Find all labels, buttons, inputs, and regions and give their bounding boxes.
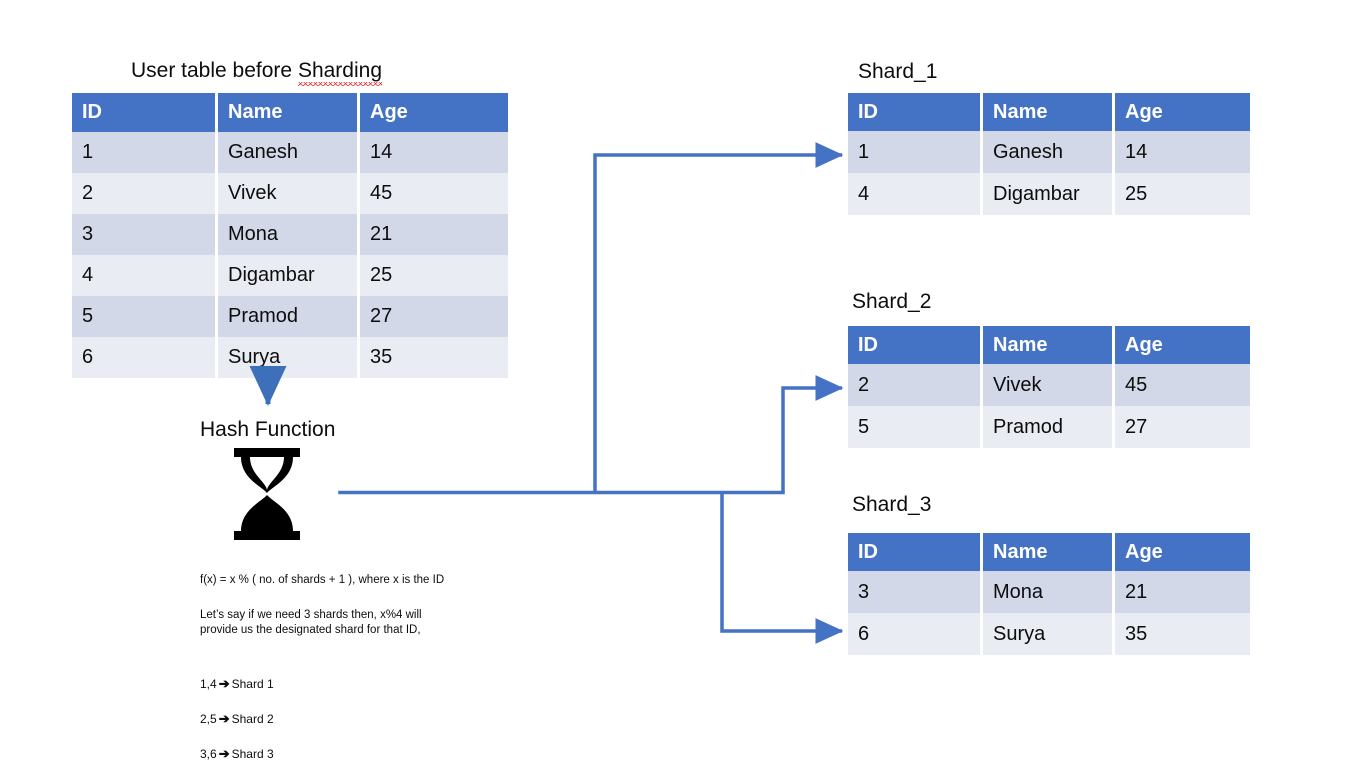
cell-id: 4 bbox=[72, 255, 218, 296]
table-row: 2 Vivek 45 bbox=[72, 173, 508, 214]
cell-id: 2 bbox=[848, 364, 983, 406]
main-table-title: User table before Sharding bbox=[131, 59, 383, 86]
table-row: 1 Ganesh 14 bbox=[72, 132, 508, 173]
cell-age: 27 bbox=[360, 296, 508, 337]
table-row: 2 Vivek 45 bbox=[848, 364, 1250, 406]
list-item: 2,5➔Shard 2 bbox=[200, 710, 274, 728]
cell-age: 35 bbox=[360, 337, 508, 378]
table-row: 4 Digambar 25 bbox=[848, 173, 1250, 215]
table-header-row: ID Name Age bbox=[72, 93, 508, 132]
cell-name: Digambar bbox=[218, 255, 360, 296]
cell-age: 45 bbox=[360, 173, 508, 214]
cell-age: 21 bbox=[360, 214, 508, 255]
connector-to-shard-2 bbox=[781, 375, 844, 493]
column-header-name: Name bbox=[983, 533, 1115, 571]
cell-age: 25 bbox=[360, 255, 508, 296]
table-row: 4 Digambar 25 bbox=[72, 255, 508, 296]
cell-age: 21 bbox=[1115, 571, 1250, 613]
mapping-target: Shard 1 bbox=[231, 677, 274, 691]
cell-age: 14 bbox=[1115, 131, 1250, 173]
shard-3-table: ID Name Age 3 Mona 21 6 Surya 35 bbox=[848, 533, 1250, 655]
shard-2-title: Shard_2 bbox=[852, 290, 932, 313]
main-table-title-misspelled-word: Sharding bbox=[297, 59, 383, 86]
shard-1-title: Shard_1 bbox=[858, 60, 938, 83]
cell-age: 45 bbox=[1115, 364, 1250, 406]
table-row: 1 Ganesh 14 bbox=[848, 131, 1250, 173]
arrow-right-icon: ➔ bbox=[218, 676, 230, 691]
hourglass-icon bbox=[234, 448, 300, 540]
mapping-ids: 3,6 bbox=[200, 747, 217, 761]
main-table-title-prefix: User table before bbox=[131, 59, 298, 82]
column-header-id: ID bbox=[848, 533, 983, 571]
cell-name: Pramod bbox=[983, 406, 1115, 448]
cell-name: Digambar bbox=[983, 173, 1115, 215]
cell-id: 5 bbox=[72, 296, 218, 337]
cell-id: 3 bbox=[72, 214, 218, 255]
cell-age: 25 bbox=[1115, 173, 1250, 215]
cell-id: 5 bbox=[848, 406, 983, 448]
column-header-id: ID bbox=[848, 93, 983, 131]
mapping-target: Shard 2 bbox=[231, 712, 274, 726]
cell-id: 6 bbox=[72, 337, 218, 378]
column-header-name: Name bbox=[983, 93, 1115, 131]
main-user-table: ID Name Age 1 Ganesh 14 2 Vivek 45 3 Mon… bbox=[72, 93, 508, 378]
table-header-row: ID Name Age bbox=[848, 93, 1250, 131]
connector-to-shard-1 bbox=[593, 142, 844, 493]
connector-to-shard-3 bbox=[720, 492, 844, 644]
cell-id: 6 bbox=[848, 613, 983, 655]
column-header-age: Age bbox=[1115, 93, 1250, 131]
hash-function-label: Hash Function bbox=[200, 418, 336, 441]
cell-age: 35 bbox=[1115, 613, 1250, 655]
table-row: 5 Pramod 27 bbox=[848, 406, 1250, 448]
column-header-id: ID bbox=[848, 326, 983, 364]
column-header-age: Age bbox=[360, 93, 508, 132]
mapping-ids: 2,5 bbox=[200, 712, 217, 726]
cell-id: 2 bbox=[72, 173, 218, 214]
cell-name: Mona bbox=[218, 214, 360, 255]
cell-id: 4 bbox=[848, 173, 983, 215]
cell-id: 1 bbox=[848, 131, 983, 173]
cell-name: Surya bbox=[218, 337, 360, 378]
column-header-name: Name bbox=[983, 326, 1115, 364]
list-item: 3,6➔Shard 3 bbox=[200, 745, 274, 763]
arrow-right-icon: ➔ bbox=[218, 746, 230, 761]
table-row: 6 Surya 35 bbox=[848, 613, 1250, 655]
cell-age: 14 bbox=[360, 132, 508, 173]
list-item: 1,4➔Shard 1 bbox=[200, 675, 274, 693]
table-row: 5 Pramod 27 bbox=[72, 296, 508, 337]
mapping-ids: 1,4 bbox=[200, 677, 217, 691]
table-row: 6 Surya 35 bbox=[72, 337, 508, 378]
cell-name: Pramod bbox=[218, 296, 360, 337]
column-header-name: Name bbox=[218, 93, 360, 132]
cell-id: 1 bbox=[72, 132, 218, 173]
cell-name: Surya bbox=[983, 613, 1115, 655]
cell-name: Ganesh bbox=[218, 132, 360, 173]
cell-name: Ganesh bbox=[983, 131, 1115, 173]
mapping-target: Shard 3 bbox=[231, 747, 274, 761]
table-row: 3 Mona 21 bbox=[72, 214, 508, 255]
shard-2-table: ID Name Age 2 Vivek 45 5 Pramod 27 bbox=[848, 326, 1250, 448]
cell-name: Vivek bbox=[983, 364, 1115, 406]
column-header-id: ID bbox=[72, 93, 218, 132]
cell-id: 3 bbox=[848, 571, 983, 613]
table-header-row: ID Name Age bbox=[848, 533, 1250, 571]
cell-name: Vivek bbox=[218, 173, 360, 214]
arrow-right-icon: ➔ bbox=[218, 711, 230, 726]
cell-age: 27 bbox=[1115, 406, 1250, 448]
table-header-row: ID Name Age bbox=[848, 326, 1250, 364]
shard-3-title: Shard_3 bbox=[852, 493, 932, 516]
column-header-age: Age bbox=[1115, 533, 1250, 571]
shard-1-table: ID Name Age 1 Ganesh 14 4 Digambar 25 bbox=[848, 93, 1250, 215]
hash-formula-text: f(x) = x % ( no. of shards + 1 ), where … bbox=[200, 574, 445, 586]
table-row: 3 Mona 21 bbox=[848, 571, 1250, 613]
cell-name: Mona bbox=[983, 571, 1115, 613]
column-header-age: Age bbox=[1115, 326, 1250, 364]
shard-mapping-list: 1,4➔Shard 1 2,5➔Shard 2 3,6➔Shard 3 bbox=[200, 658, 274, 780]
hash-explanation-text: Let’s say if we need 3 shards then, x%4 … bbox=[200, 609, 422, 636]
